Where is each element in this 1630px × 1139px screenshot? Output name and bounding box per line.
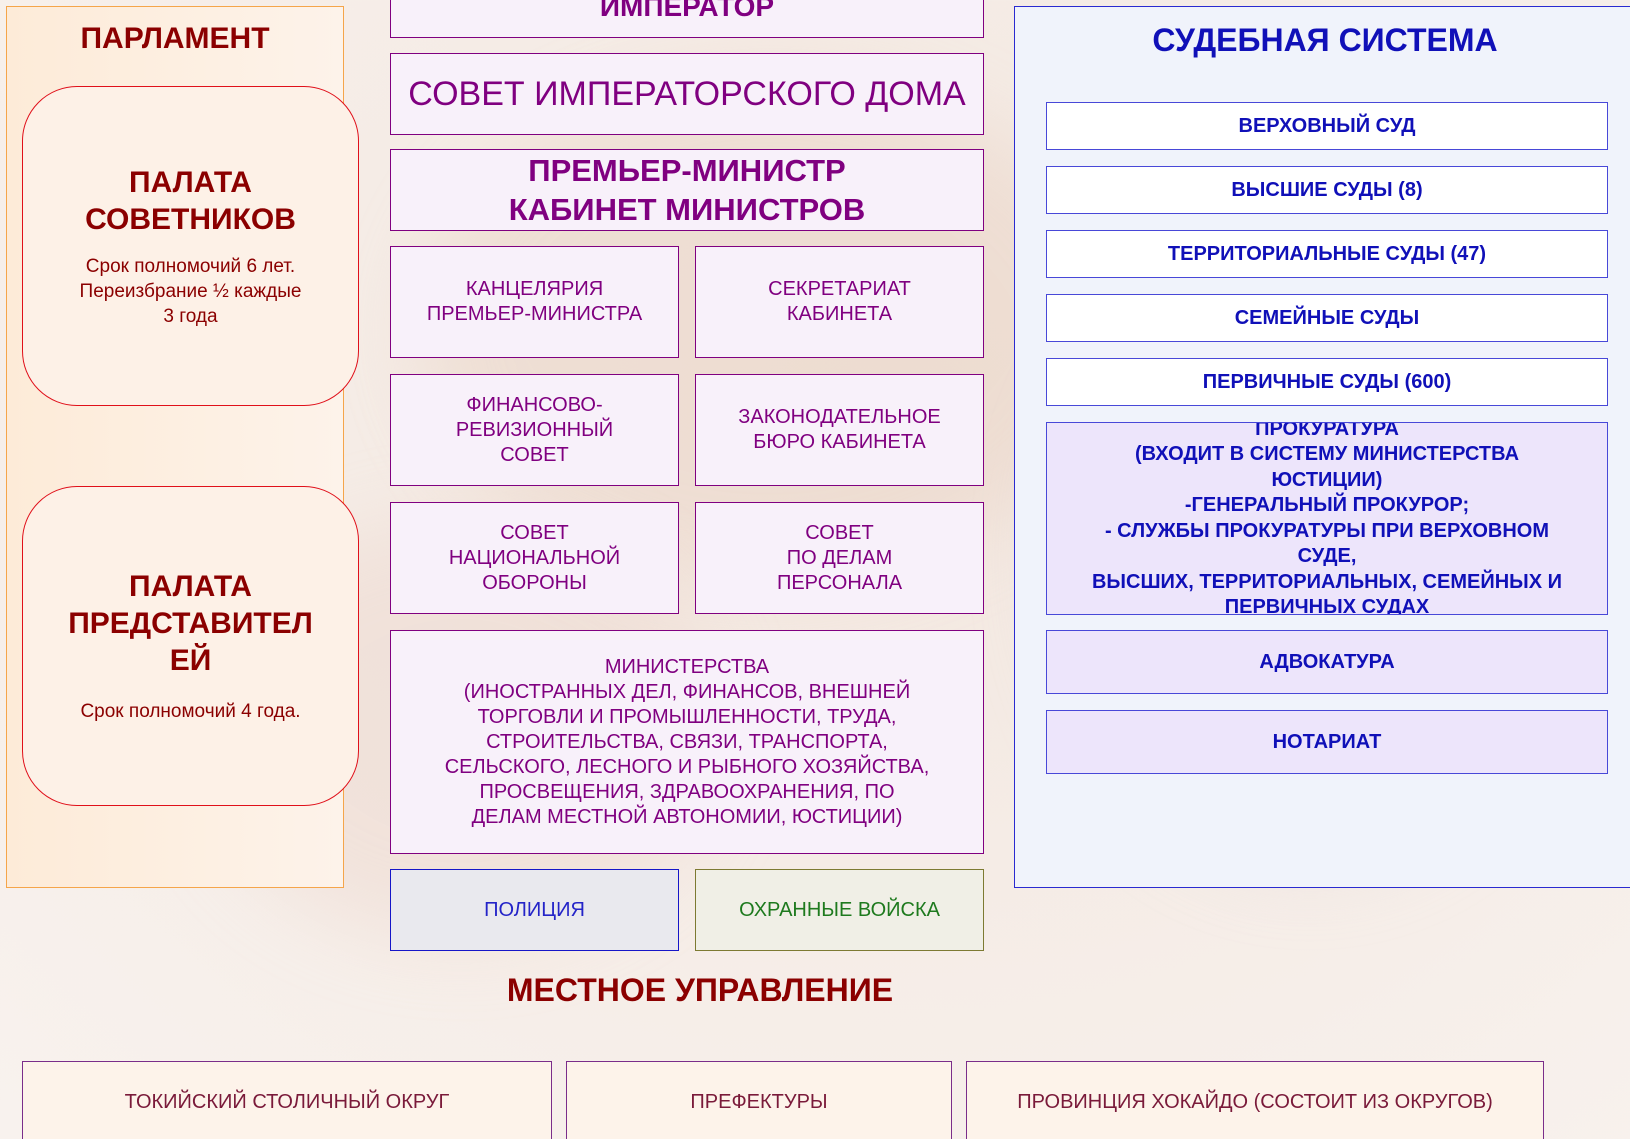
legislative-bureau: ЗАКОНОДАТЕЛЬНОЕ БЮРО КАБИНЕТА [695, 374, 984, 486]
prosecutor-office: ПРОКУРАТУРА (ВХОДИТ В СИСТЕМУ МИНИСТЕРСТ… [1046, 422, 1608, 615]
parliament-title: ПАРЛАМЕНТ [80, 22, 270, 55]
tokyo-metropolis: ТОКИЙСКИЙ СТОЛИЧНЫЙ ОКРУГ [22, 1061, 552, 1139]
ministries: МИНИСТЕРСТВА (ИНОСТРАННЫХ ДЕЛ, ФИНАНСОВ,… [390, 630, 984, 854]
house-of-councillors: ПАЛАТА СОВЕТНИКОВ Срок полномочий 6 лет.… [22, 86, 359, 406]
bar-association: АДВОКАТУРА [1046, 630, 1608, 694]
notary: НОТАРИАТ [1046, 710, 1608, 774]
prefectures: ПРЕФЕКТУРЫ [566, 1061, 952, 1139]
councillors-term-note: Срок полномочий 6 лет. Переизбрание ½ ка… [79, 255, 302, 327]
supreme-court: ВЕРХОВНЫЙ СУД [1046, 102, 1608, 150]
summary-courts: ПЕРВИЧНЫЕ СУДЫ (600) [1046, 358, 1608, 406]
judicial-title: СУДЕБНАЯ СИСТЕМА [1152, 22, 1498, 58]
prime-minister-cabinet: ПРЕМЬЕР-МИНИСТР КАБИНЕТ МИНИСТРОВ [390, 149, 984, 231]
guard-troops-box: ОХРАННЫЕ ВОЙСКА [695, 869, 984, 951]
representatives-term-note: Срок полномочий 4 года. [80, 701, 301, 722]
house-of-representatives: ПАЛАТА ПРЕДСТАВИТЕЛ ЕЙ Срок полномочий 4… [22, 486, 359, 806]
emperor-label: ИМПЕРАТОР [599, 0, 775, 22]
national-defense-council: СОВЕТ НАЦИОНАЛЬНОЙ ОБОРОНЫ [390, 502, 679, 614]
emperor-box: ИМПЕРАТОР [390, 0, 984, 38]
police-box: ПОЛИЦИЯ [390, 869, 679, 951]
pm-chancellery: КАНЦЕЛЯРИЯ ПРЕМЬЕР-МИНИСТРА [390, 246, 679, 358]
councillors-title: ПАЛАТА СОВЕТНИКОВ [85, 165, 296, 236]
local-government-title: МЕСТНОЕ УПРАВЛЕНИЕ [506, 972, 894, 1008]
hokkaido-province: ПРОВИНЦИЯ ХОКАЙДО (СОСТОИТ ИЗ ОКРУГОВ) [966, 1061, 1544, 1139]
audit-council: ФИНАНСОВО- РЕВИЗИОННЫЙ СОВЕТ [390, 374, 679, 486]
high-courts: ВЫСШИЕ СУДЫ (8) [1046, 166, 1608, 214]
representatives-title: ПАЛАТА ПРЕДСТАВИТЕЛ ЕЙ [68, 570, 313, 677]
family-courts: СЕМЕЙНЫЕ СУДЫ [1046, 294, 1608, 342]
district-courts: ТЕРРИТОРИАЛЬНЫЕ СУДЫ (47) [1046, 230, 1608, 278]
imperial-house-council: СОВЕТ ИМПЕРАТОРСКОГО ДОМА [390, 53, 984, 135]
cabinet-secretariat: СЕКРЕТАРИАТ КАБИНЕТА [695, 246, 984, 358]
personnel-council: СОВЕТ ПО ДЕЛАМ ПЕРСОНАЛА [695, 502, 984, 614]
